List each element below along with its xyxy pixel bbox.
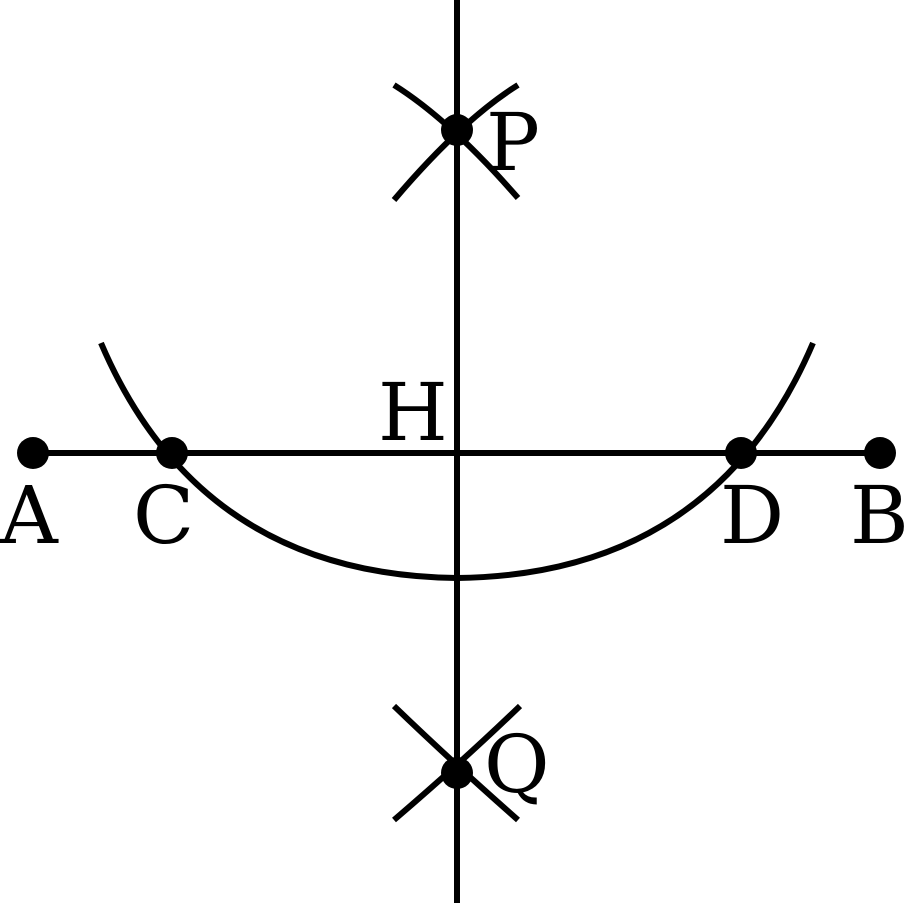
- point-q: [441, 757, 473, 789]
- label-h: H: [378, 366, 448, 459]
- label-b: B: [850, 469, 909, 562]
- arc-cd: [98, 341, 816, 582]
- label-p: P: [486, 96, 540, 189]
- label-c: C: [133, 469, 194, 562]
- label-d: D: [720, 469, 784, 562]
- label-a: A: [0, 469, 59, 562]
- label-q: Q: [484, 718, 550, 811]
- point-b: [864, 437, 896, 469]
- point-a: [17, 437, 49, 469]
- point-p: [441, 114, 473, 146]
- point-c: [156, 437, 188, 469]
- point-d: [725, 437, 757, 469]
